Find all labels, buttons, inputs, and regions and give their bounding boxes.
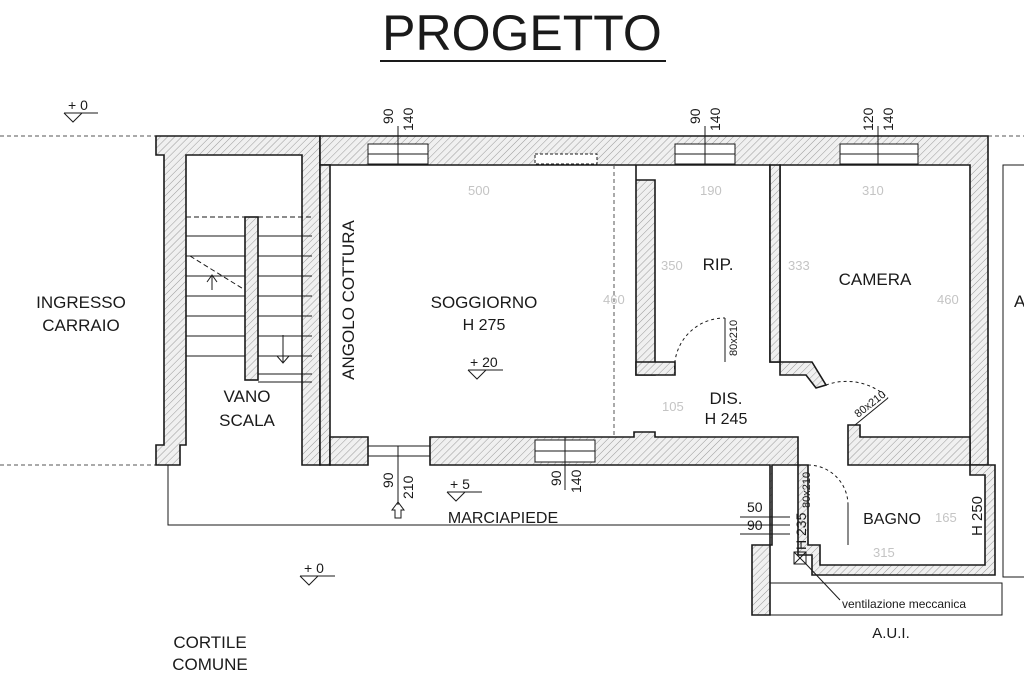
hood-mark [534, 153, 598, 165]
faint-rip-depth: 350 [661, 258, 683, 273]
door-rip-size: 80x210 [728, 320, 740, 356]
stair-direction-arrows [206, 274, 290, 364]
level-marker-soggiorno: + 20 [467, 354, 503, 380]
bagno-label: BAGNO [863, 511, 921, 528]
door-bagno-swing [807, 464, 849, 506]
faint-bagno-width: 315 [873, 545, 895, 560]
faint-sog-width: 500 [468, 183, 490, 198]
dim-90: 90 [747, 517, 763, 533]
stair-wall [155, 135, 321, 466]
svg-text:+ 5: + 5 [450, 476, 470, 492]
soggiorno-label: SOGGIORNO [431, 293, 538, 312]
soggiorno-height: H 275 [463, 317, 506, 334]
wall-right-outside [1002, 164, 1024, 578]
marciapiede-outline [167, 465, 790, 526]
wall-bottom-mid [429, 431, 799, 616]
door-camera-size: 80x210 [852, 389, 888, 421]
faint-dis-dim: 105 [662, 399, 684, 414]
page-title: PROGETTO [382, 5, 662, 61]
faint-cam-left: 333 [788, 258, 810, 273]
ventilation-leader [805, 563, 841, 601]
carraio-label: CARRAIO [42, 316, 119, 335]
door-camera-swing [825, 380, 889, 399]
angolo-cottura-label: ANGOLO COTTURA [339, 220, 358, 380]
marciapiede-label: MARCIAPIEDE [448, 510, 558, 527]
faint-bagno-depth: 165 [935, 510, 957, 525]
w2-width: 90 [687, 108, 703, 124]
wall-rip-right [769, 164, 781, 363]
svg-text:+ 0: + 0 [304, 560, 324, 576]
scala-label: SCALA [219, 411, 275, 430]
wall-bottom [329, 436, 369, 466]
rip-label: RIP. [703, 255, 734, 274]
wall-top [319, 135, 989, 466]
entry-height: 210 [400, 475, 416, 499]
dis-height: H 245 [705, 411, 748, 428]
w3-height: 140 [880, 107, 896, 131]
h235-label: H 235 [793, 512, 809, 550]
wall-camera-bagno [847, 424, 971, 466]
wall-camera-bottom [779, 361, 828, 389]
dis-label: DIS. [709, 389, 742, 408]
faint-sog-depth: 460 [603, 292, 625, 307]
dim-50: 50 [747, 499, 763, 515]
wall-left [319, 164, 331, 466]
level-marker-top-left: + 0 [63, 97, 98, 123]
w1-width: 90 [380, 108, 396, 124]
entry-width: 90 [380, 472, 396, 488]
w2-height: 140 [707, 107, 723, 131]
bagno-height: H 250 [969, 496, 986, 536]
entry-arrow-icon [391, 501, 405, 519]
ingresso-label: INGRESSO [36, 293, 126, 312]
svg-text:+ 20: + 20 [470, 354, 498, 370]
stair-treads [186, 216, 312, 383]
aui-label: A.U.I. [872, 625, 910, 642]
w4-height: 140 [568, 469, 584, 493]
comune-label: COMUNE [172, 655, 248, 674]
stair-newel [244, 216, 259, 381]
level-marker-cortile: + 0 [299, 560, 335, 586]
w1-height: 140 [400, 107, 416, 131]
cortile-label: CORTILE [173, 633, 246, 652]
camera-label: CAMERA [839, 270, 912, 289]
wall-rip-bottom [635, 361, 676, 376]
right-edge-letter: A [1014, 292, 1024, 311]
door-bagno-size: 80x210 [801, 472, 813, 508]
ventilation-note: ventilazione meccanica [842, 597, 966, 611]
faint-cam-depth: 460 [937, 292, 959, 307]
svg-text:+ 0: + 0 [68, 97, 88, 113]
level-marker-marciapiede: + 5 [446, 476, 482, 502]
door-rip-swing [674, 317, 726, 376]
faint-rip-width: 190 [700, 183, 722, 198]
aui-block [769, 582, 1003, 616]
w3-width: 120 [860, 107, 876, 131]
ventilation-icon [793, 551, 807, 565]
faint-cam-width: 310 [862, 183, 884, 198]
vano-label: VANO [224, 387, 271, 406]
w4-width: 90 [548, 470, 564, 486]
